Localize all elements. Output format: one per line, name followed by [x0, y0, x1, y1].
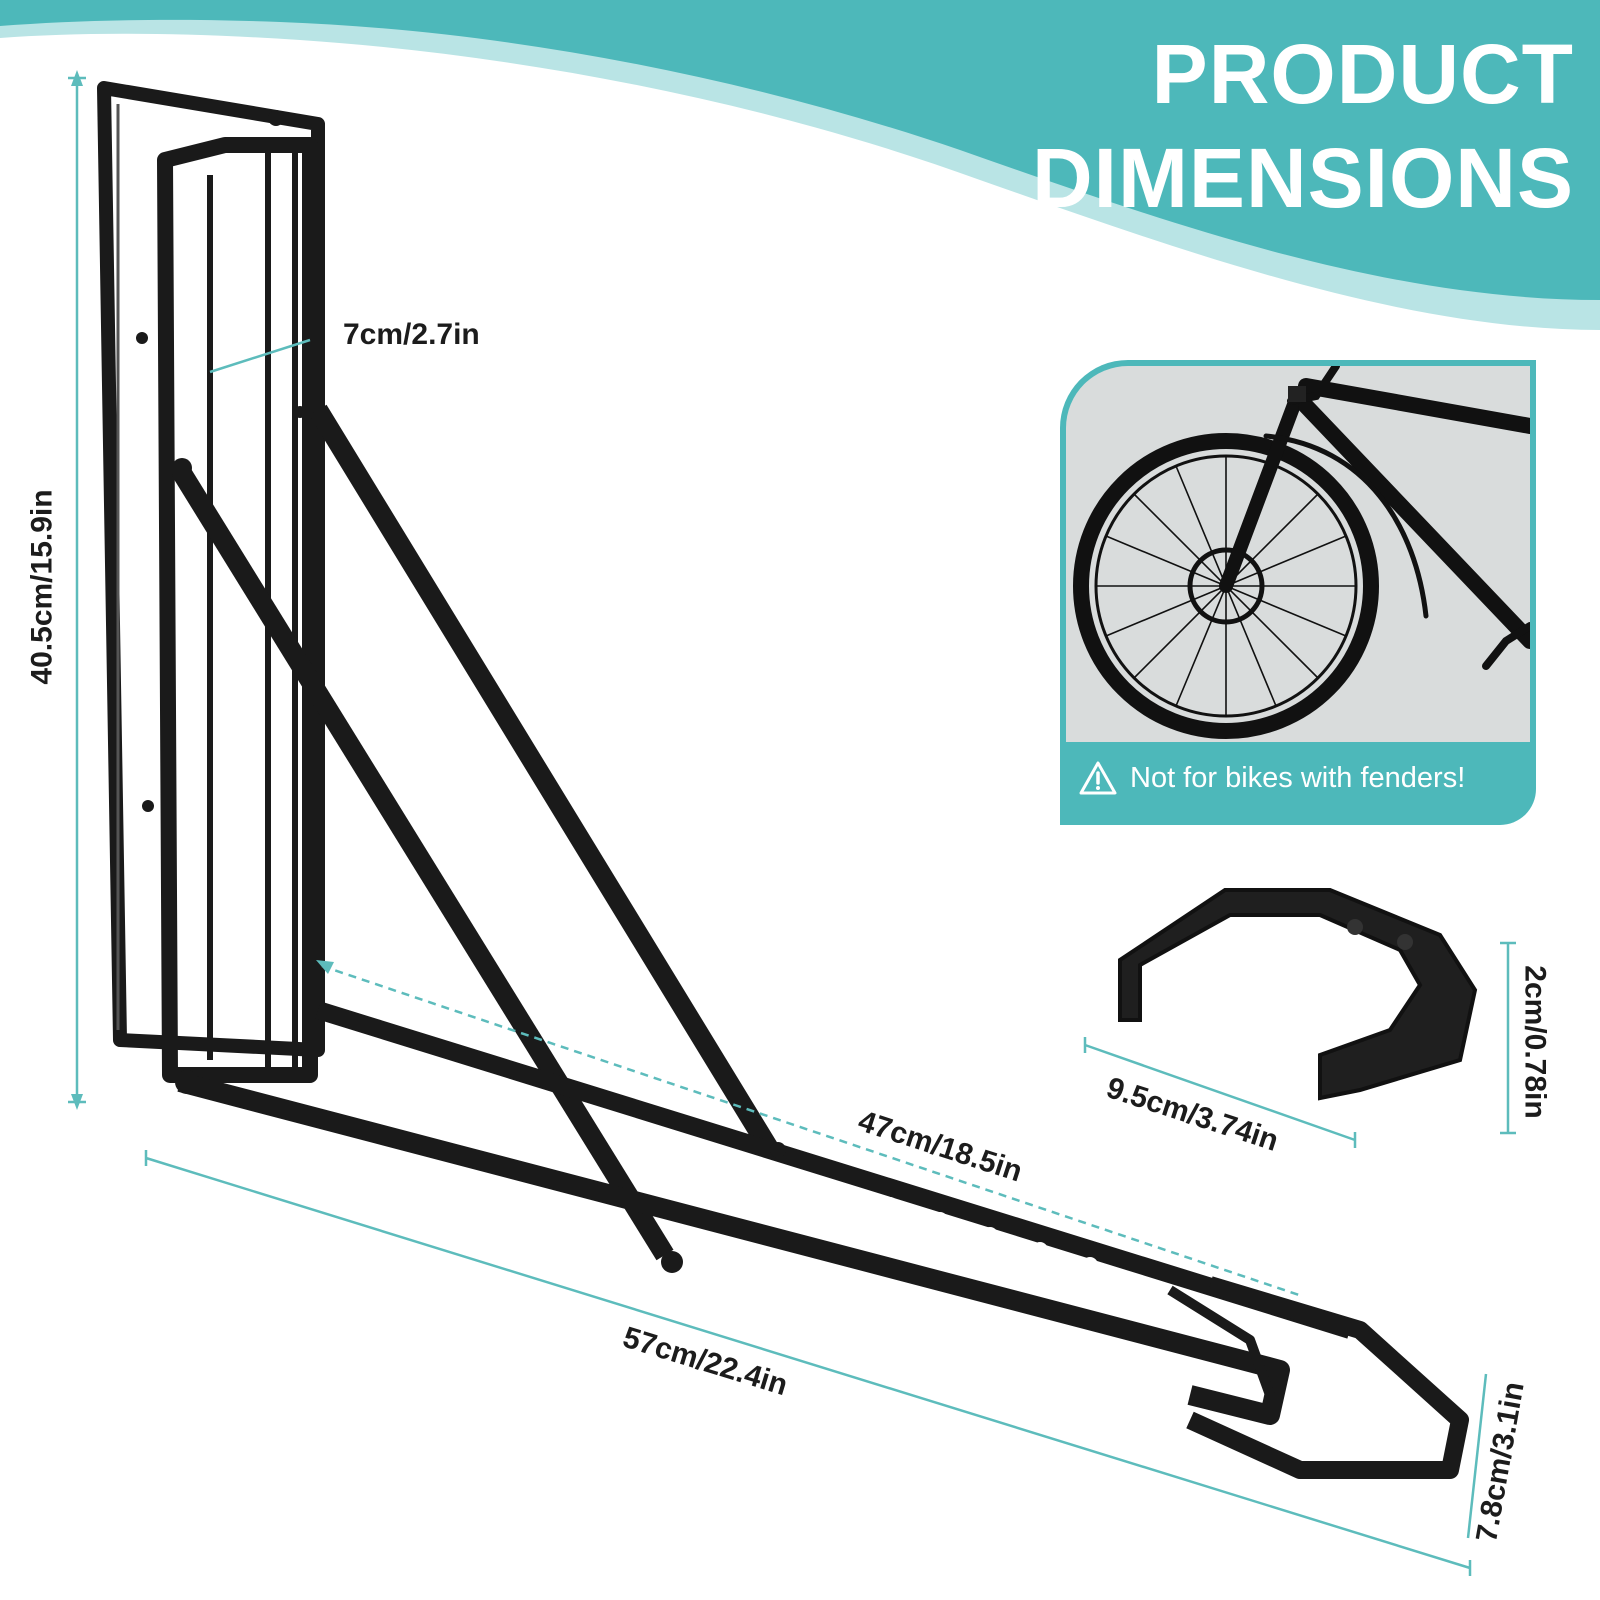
bike-photo-card: Not for bikes with fenders!: [1060, 360, 1536, 825]
frame-top-tube: [1298, 378, 1530, 434]
depth-dim-line: [209, 338, 311, 374]
bolt: [661, 1251, 683, 1273]
page-title: PRODUCT DIMENSIONS: [1032, 22, 1574, 230]
arm-upper: [315, 1001, 1353, 1339]
bike-icon: [1073, 366, 1530, 739]
wall-plate-front: [157, 137, 318, 1083]
wheel-hoop: [1186, 1276, 1469, 1479]
end-width-dim-line: [1466, 1373, 1488, 1539]
lower-brace: [171, 464, 674, 1261]
pedal-crank: [1482, 622, 1530, 670]
warning-text: Not for bikes with fenders!: [1130, 761, 1466, 794]
bolt: [142, 800, 154, 812]
bolt: [770, 1142, 786, 1158]
fender: [1263, 433, 1429, 619]
bolt: [175, 1070, 199, 1094]
arm-lower: [177, 1072, 1290, 1425]
title-line-1: PRODUCT: [1151, 27, 1574, 121]
warning-banner: Not for bikes with fenders!: [1078, 750, 1465, 806]
warning-triangle-icon: [1079, 761, 1117, 795]
holder-height-dim-label: 2cm/0.78in: [1518, 965, 1552, 1119]
bolt: [294, 406, 306, 418]
holder-height-dim-line: [1500, 941, 1516, 1135]
banner-teal-wave: [0, 0, 1600, 300]
upper-brace: [309, 404, 779, 1156]
title-line-2: DIMENSIONS: [1031, 131, 1574, 225]
fork: [1219, 387, 1305, 593]
arm-length-dim-line: [321, 964, 1303, 1298]
bolt: [136, 332, 148, 344]
front-wheel-tire: [1073, 433, 1379, 739]
depth-dim-label: 7cm/2.7in: [343, 318, 480, 351]
frame-down-tube: [1298, 398, 1530, 649]
bolt: [268, 110, 284, 126]
bike-photo: [1066, 366, 1530, 742]
height-dim-line: [68, 76, 86, 1104]
bolt: [172, 458, 192, 478]
height-dim-label: 40.5cm/15.9in: [25, 489, 59, 685]
headlight: [1288, 386, 1306, 402]
total-length-dim-line: [144, 1150, 1472, 1576]
